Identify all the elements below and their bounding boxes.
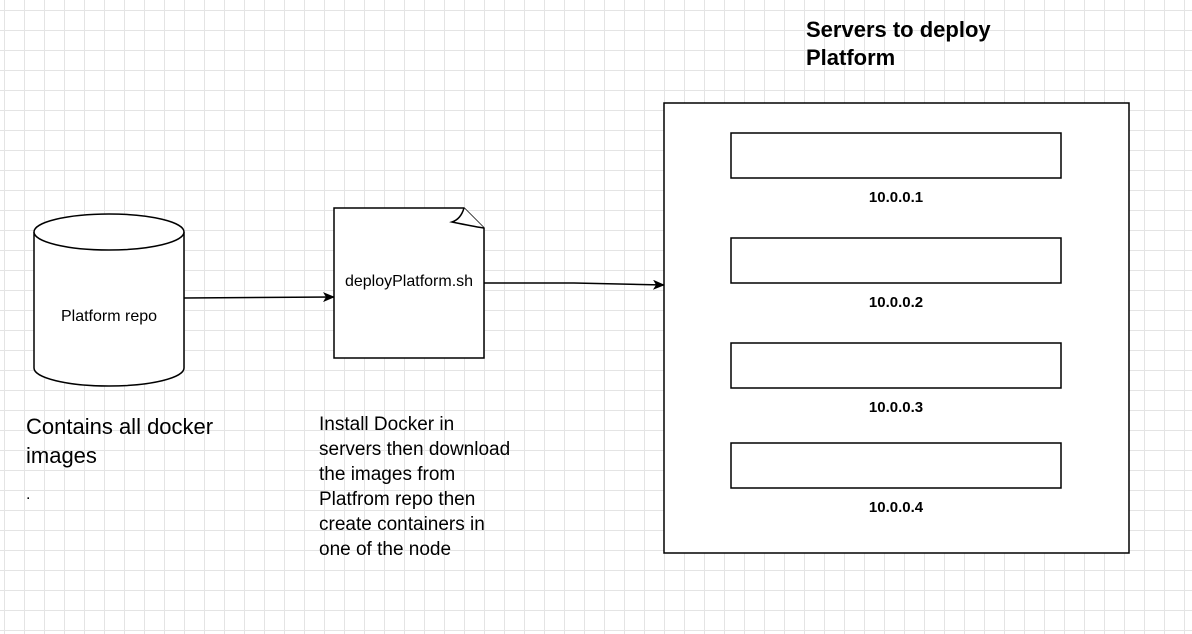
- server-ip-label-2: 10.0.0.2: [868, 294, 924, 311]
- server-box-2[interactable]: [730, 237, 1062, 284]
- server-ip-label-1: 10.0.0.1: [868, 189, 924, 206]
- server-box-1[interactable]: [730, 132, 1062, 179]
- servers-title: Servers to deploy Platform: [806, 17, 991, 70]
- platform-repo-database[interactable]: [33, 213, 185, 387]
- deploy-script-label: deployPlatform.sh: [344, 273, 474, 290]
- arrow-repo-to-script: [183, 292, 335, 303]
- server-box-3[interactable]: [730, 342, 1062, 389]
- script-note: Install Docker in servers then download …: [319, 414, 511, 560]
- server-ip-label-3: 10.0.0.3: [868, 399, 924, 416]
- repo-note: Contains all docker images: [26, 414, 214, 468]
- server-ip-label-4: 10.0.0.4: [868, 499, 924, 516]
- platform-repo-label: Platform repo: [60, 308, 158, 325]
- deploy-script-document[interactable]: [333, 207, 485, 359]
- repo-note-dot: .: [26, 486, 31, 503]
- server-box-4[interactable]: [730, 442, 1062, 489]
- arrow-script-to-servers: [484, 279, 665, 290]
